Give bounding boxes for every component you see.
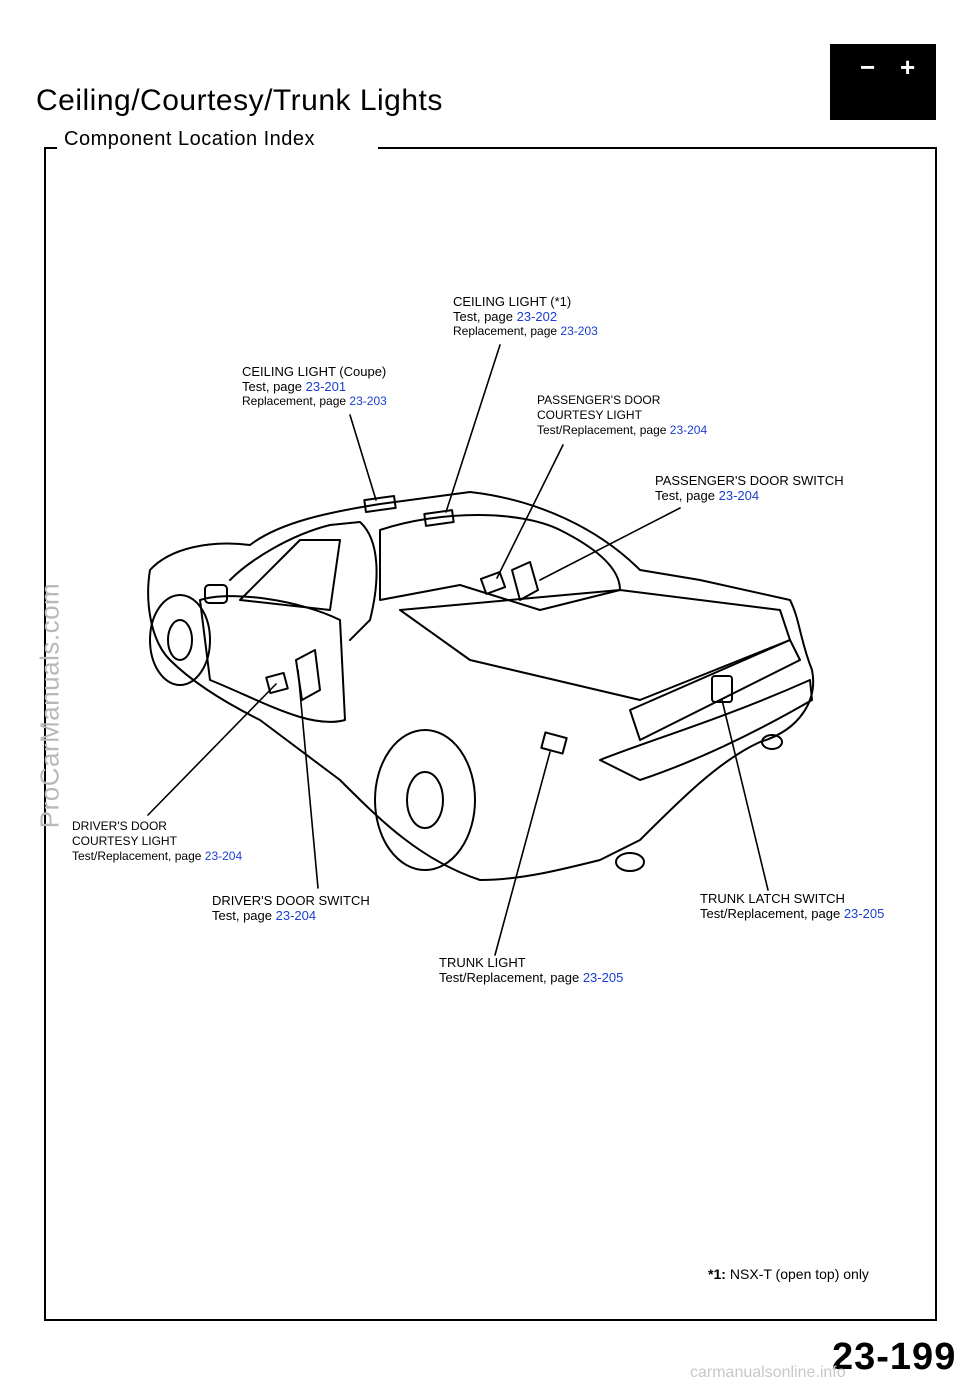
leader-trunk-latch [721,699,769,891]
car-side-mirror [204,584,228,604]
leader-ceiling-coupe [349,414,377,501]
frame-border-left [44,147,46,1320]
callout-title: DRIVER'S DOOR [72,819,167,833]
callout-title: TRUNK LIGHT [439,955,526,970]
car-front-wheel [149,594,211,686]
car-rear-window [379,514,621,611]
car-body-outline [147,491,815,881]
trunk-light-part [540,731,568,755]
leader-trunk-light [494,751,551,956]
driver-switch-link[interactable]: 23-204 [275,908,317,923]
car-exhaust-2 [761,734,783,750]
passenger-switch-link[interactable]: 23-204 [718,488,760,503]
driver-courtesy-link[interactable]: 23-204 [204,849,243,863]
footnote-mark: *1: [708,1266,726,1282]
page-title: Ceiling/Courtesy/Trunk Lights [36,84,443,117]
passenger-courtesy-link[interactable]: 23-204 [669,423,708,437]
callout-driver-courtesy-light: DRIVER'S DOOR COURTESY LIGHT Test/Replac… [72,819,242,864]
leader-ceiling-open [445,344,501,513]
callout-passenger-courtesy-light: PASSENGER'S DOOR COURTESY LIGHT Test/Rep… [537,393,707,438]
car-cabin [229,521,378,641]
leader-passenger-switch [539,507,681,581]
leader-driver-courtesy [147,683,277,816]
callout-replacement-label: Replacement, page [242,394,347,408]
frame-border-top-left [44,147,57,149]
car-taillight-bar [629,639,801,741]
car-exhaust [615,852,645,872]
callout-label: Test/Replacement, page [537,423,667,437]
battery-icon: − + [830,44,936,120]
trunk-light-link[interactable]: 23-205 [582,970,624,985]
callout-test-label: Test, page [212,908,272,923]
callout-title: PASSENGER'S DOOR [537,393,661,407]
car-front-wheel-hub [167,619,193,661]
footnote: *1:NSX-T (open top) only [708,1266,869,1282]
callout-title: CEILING LIGHT (Coupe) [242,364,387,379]
ceiling-coupe-replacement-link[interactable]: 23-203 [349,394,387,408]
callout-title: CEILING LIGHT (*1) [453,294,572,309]
callout-test-label: Test, page [453,309,513,324]
car-door [199,595,346,723]
callout-title-line2: COURTESY LIGHT [72,834,177,848]
callout-test-label: Test, page [242,379,302,394]
callout-passenger-door-switch: PASSENGER'S DOOR SWITCH Test, page 23-20… [655,473,844,503]
battery-plus-sign: + [900,52,916,82]
callout-title: DRIVER'S DOOR SWITCH [212,893,370,908]
site-footer: carmanualsonline.info [690,1364,846,1381]
ceiling-open-test-link[interactable]: 23-202 [516,309,558,324]
callout-ceiling-light-coupe: CEILING LIGHT (Coupe) Test, page 23-201 … [242,364,387,409]
callout-title: TRUNK LATCH SWITCH [700,891,845,906]
car-rear-wheel [374,729,476,871]
car-windshield [239,539,341,611]
callout-test-label: Test, page [655,488,715,503]
footnote-text: NSX-T (open top) only [729,1266,869,1282]
page-number: 23-199 [832,1336,957,1378]
callout-trunk-light: TRUNK LIGHT Test/Replacement, page 23-20… [439,955,623,985]
section-subtitle: Component Location Index [64,128,316,150]
leader-driver-switch [297,669,319,889]
watermark: ProCarManuals.com [34,582,65,829]
driver-courtesy-light-part [265,671,289,695]
callout-title-line2: COURTESY LIGHT [537,408,642,422]
passenger-courtesy-light-part [479,571,507,595]
callout-trunk-latch-switch: TRUNK LATCH SWITCH Test/Replacement, pag… [700,891,884,921]
car-rear-bumper [599,679,813,781]
trunk-latch-link[interactable]: 23-205 [843,906,885,921]
callout-ceiling-light-open-top: CEILING LIGHT (*1) Test, page 23-202 Rep… [453,294,598,339]
callout-replacement-label: Replacement, page [453,324,558,338]
battery-minus-sign: − [860,52,876,82]
car-rear-wheel-hub [406,771,444,829]
callout-driver-door-switch: DRIVER'S DOOR SWITCH Test, page 23-204 [212,893,370,923]
ceiling-coupe-test-link[interactable]: 23-201 [305,379,347,394]
ceiling-open-replacement-link[interactable]: 23-203 [560,324,598,338]
ceiling-light-coupe-part [363,494,397,514]
frame-border-bottom [44,1319,937,1321]
leader-passenger-courtesy [496,444,564,579]
ceiling-light-open-part [423,509,455,527]
callout-label: Test/Replacement, page [72,849,202,863]
callout-label: Test/Replacement, page [700,906,841,921]
frame-border-right [935,147,937,1320]
passenger-door-switch-part [511,561,539,601]
frame-border-top-right [378,147,937,149]
callout-label: Test/Replacement, page [439,970,580,985]
callout-title: PASSENGER'S DOOR SWITCH [655,473,844,488]
